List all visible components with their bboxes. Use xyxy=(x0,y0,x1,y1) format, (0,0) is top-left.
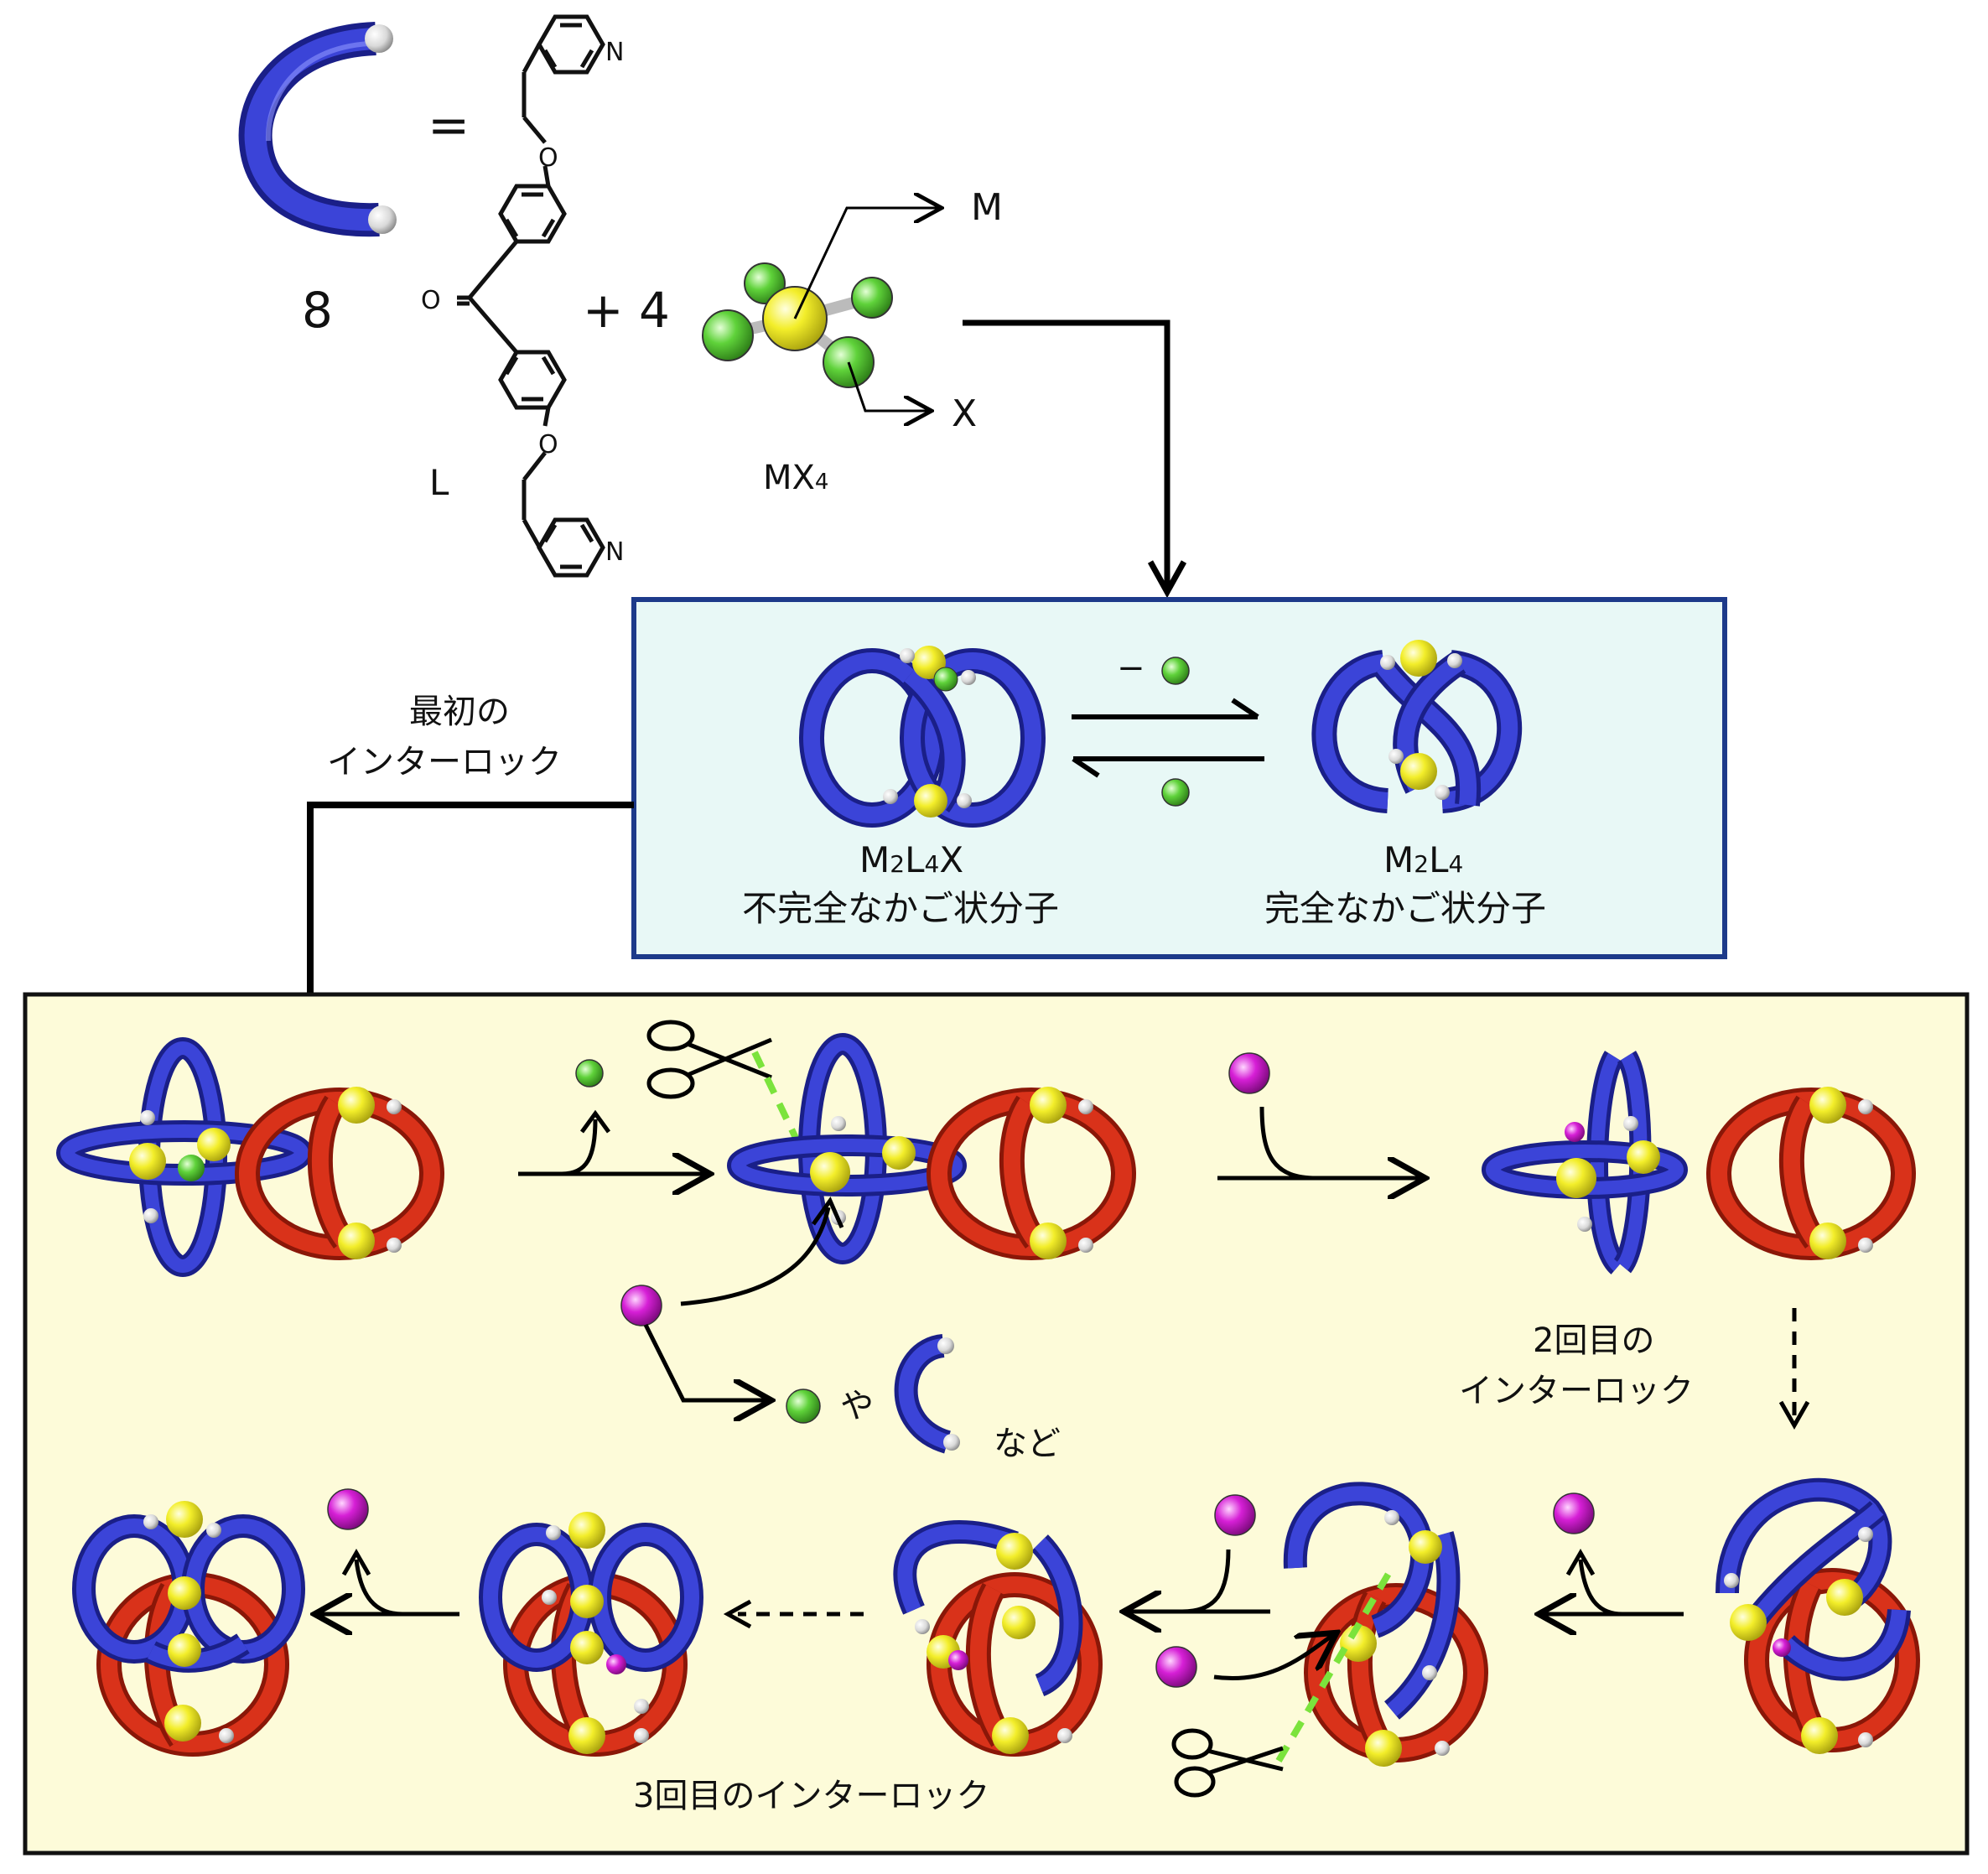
coefficient-8: 8 xyxy=(302,282,333,339)
dimer-1 xyxy=(56,1037,444,1277)
minus-sign: − xyxy=(1117,649,1145,688)
label-M: M xyxy=(971,186,1003,229)
cage-m2l4x xyxy=(799,646,1046,828)
cage-4 xyxy=(1715,1478,1920,1754)
m2l4x-formula: M2L4X xyxy=(859,839,963,880)
mx4-model xyxy=(702,262,893,388)
cage-5 xyxy=(1283,1482,1488,1767)
guest-ion-icon-5 xyxy=(1155,1646,1197,1688)
cut-line-2 xyxy=(1275,1565,1395,1763)
guest-ion-icon-6 xyxy=(1214,1494,1256,1536)
cage-m2l4 xyxy=(1311,640,1523,813)
guest-ion-icon xyxy=(620,1285,662,1326)
released-anion-icon xyxy=(575,1059,604,1088)
equals-sign: = xyxy=(428,96,470,155)
anion-released-icon xyxy=(1161,657,1190,685)
guest-attack-arrow xyxy=(680,1207,831,1306)
ligand-label: L xyxy=(429,462,449,503)
ligand-N-bottom: N xyxy=(605,537,624,567)
first-interlock-line2: インターロック xyxy=(327,743,562,781)
guest-release-icon-4 xyxy=(1553,1492,1595,1534)
reaction-arrow xyxy=(963,319,1170,587)
arrow-to-X xyxy=(847,361,929,411)
ligand-O-top: O xyxy=(538,143,558,173)
scissors-icon-2 xyxy=(1171,1728,1284,1798)
ligand-structure xyxy=(457,14,605,578)
m2l4-caption: 完全なかご状分子 xyxy=(1264,888,1546,929)
ligand-N-top: N xyxy=(605,38,624,67)
equilibrium-arrows xyxy=(1072,698,1264,778)
cage-7 xyxy=(479,1512,703,1757)
second-interlock-line2: インターロック xyxy=(1459,1372,1694,1410)
first-interlock-arrow xyxy=(307,802,634,1052)
ligand-O-bottom: O xyxy=(538,430,558,459)
first-interlock-line1: 最初の xyxy=(409,693,510,731)
ligand-O-carbonyl: O xyxy=(421,286,441,315)
third-interlock-label: 3回目のインターロック xyxy=(633,1777,989,1815)
metal-salt-label: MX4 xyxy=(763,459,828,497)
anion-added-icon xyxy=(1161,778,1190,807)
guest-ion-icon-2 xyxy=(1228,1052,1270,1094)
plus-4: + 4 xyxy=(583,282,670,339)
arrow-to-M xyxy=(793,208,939,319)
cage-8 xyxy=(72,1501,305,1757)
guest-attack-arrow-5 xyxy=(1213,1635,1333,1680)
dimer-2 xyxy=(727,1033,1136,1264)
m2l4-formula: M2L4 xyxy=(1383,839,1463,880)
byproduct-ligand-icon xyxy=(894,1334,960,1454)
dimer-3 xyxy=(1482,1051,1916,1274)
guest-release-icon-7 xyxy=(327,1488,369,1530)
scissors-icon xyxy=(646,1020,772,1099)
label-X: X xyxy=(952,392,977,435)
byproduct-nado: など xyxy=(994,1425,1061,1463)
ligand-arc-icon xyxy=(238,22,397,237)
release-curve-1 xyxy=(561,1119,598,1176)
byproduct-anion-icon xyxy=(786,1389,821,1424)
cage-6 xyxy=(893,1520,1103,1757)
second-interlock-line1: 2回目の xyxy=(1533,1321,1654,1360)
m2l4x-caption: 不完全なかご状分子 xyxy=(742,888,1059,929)
byproduct-ya: や xyxy=(840,1387,874,1425)
byproduct-arrow xyxy=(643,1323,767,1400)
